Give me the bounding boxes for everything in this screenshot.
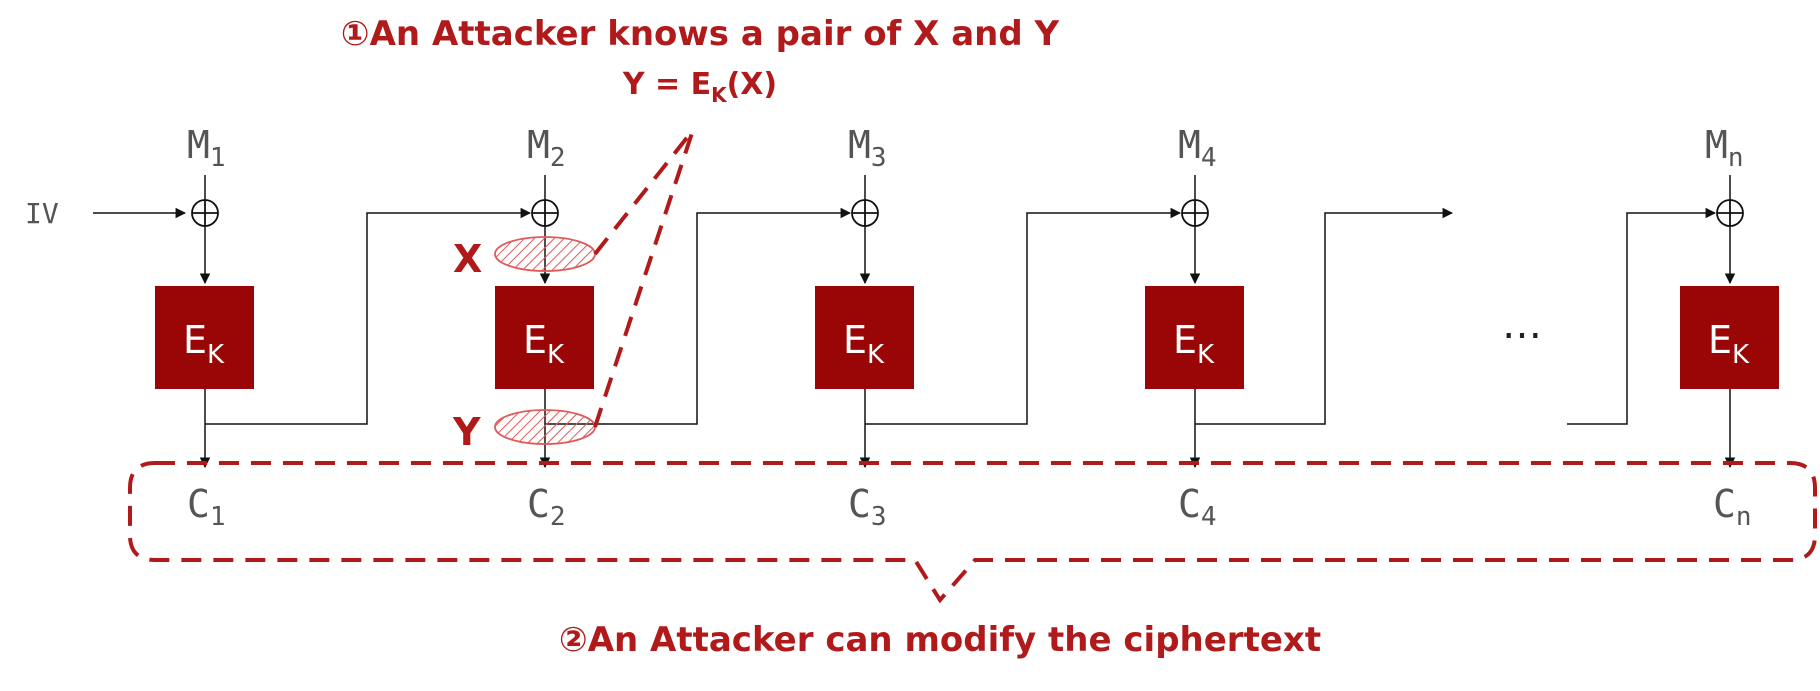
svg-text:Y = EK(X): Y = EK(X)	[622, 67, 777, 107]
svg-text:EK: EK	[1173, 318, 1215, 370]
y-label: Y	[452, 410, 481, 454]
ciphertext-callout-frame	[128, 461, 1817, 604]
message-label-3: M3	[848, 123, 887, 173]
svg-text:EK: EK	[183, 318, 225, 370]
attacker-knows-note: ①An Attacker knows a pair of X and Y	[341, 14, 1060, 54]
svg-text:EK: EK	[1708, 318, 1750, 370]
encryption-block-1: EK	[155, 286, 254, 389]
hatched-ellipse-icon	[494, 236, 596, 272]
x-label: X	[453, 237, 482, 281]
chain-arrow-4-next	[1195, 207, 1454, 425]
equation-rest: (X)	[727, 67, 778, 102]
svg-text:EK: EK	[523, 318, 565, 370]
equation-note: Y = EK(X)	[622, 67, 777, 107]
message-label-4: M4	[1178, 123, 1217, 173]
hatched-ellipse-icon	[494, 409, 596, 445]
callout-line-y	[593, 129, 695, 428]
iv-label: IV	[25, 197, 59, 230]
svg-text:EK: EK	[843, 318, 885, 370]
ciphertext-label-2: C2	[527, 482, 566, 532]
message-label-n: Mn	[1705, 123, 1744, 173]
xor-icon	[531, 199, 559, 227]
ciphertext-label-4: C4	[1178, 482, 1217, 532]
attacker-modifies-note: ②An Attacker can modify the ciphertext	[559, 620, 1321, 660]
ciphertext-label-n: Cn	[1713, 482, 1752, 532]
encryption-block-2: EK	[495, 286, 594, 389]
encryption-block-4: EK	[1145, 286, 1244, 389]
message-label-2: M2	[527, 123, 566, 173]
equation-sub: K	[711, 83, 728, 107]
ciphertext-label-1: C1	[187, 482, 226, 532]
callout-line-x	[593, 128, 695, 256]
xor-icon	[851, 199, 879, 227]
ellipsis: …	[1502, 302, 1542, 348]
ciphertext-label-3: C3	[848, 482, 887, 532]
chain-arrow-prev-n	[1567, 207, 1717, 425]
equation-lhs: Y = E	[622, 67, 711, 102]
encryption-block-n: EK	[1680, 286, 1779, 389]
message-label-1: M1	[187, 123, 226, 173]
chain-arrow-2-3	[545, 207, 852, 425]
encryption-block-3: EK	[815, 286, 914, 389]
xor-icon	[191, 199, 219, 227]
xor-icon	[1716, 199, 1744, 227]
chain-arrow-3-4	[865, 207, 1182, 425]
xor-icon	[1181, 199, 1209, 227]
chain-arrow-1-2	[205, 207, 532, 425]
